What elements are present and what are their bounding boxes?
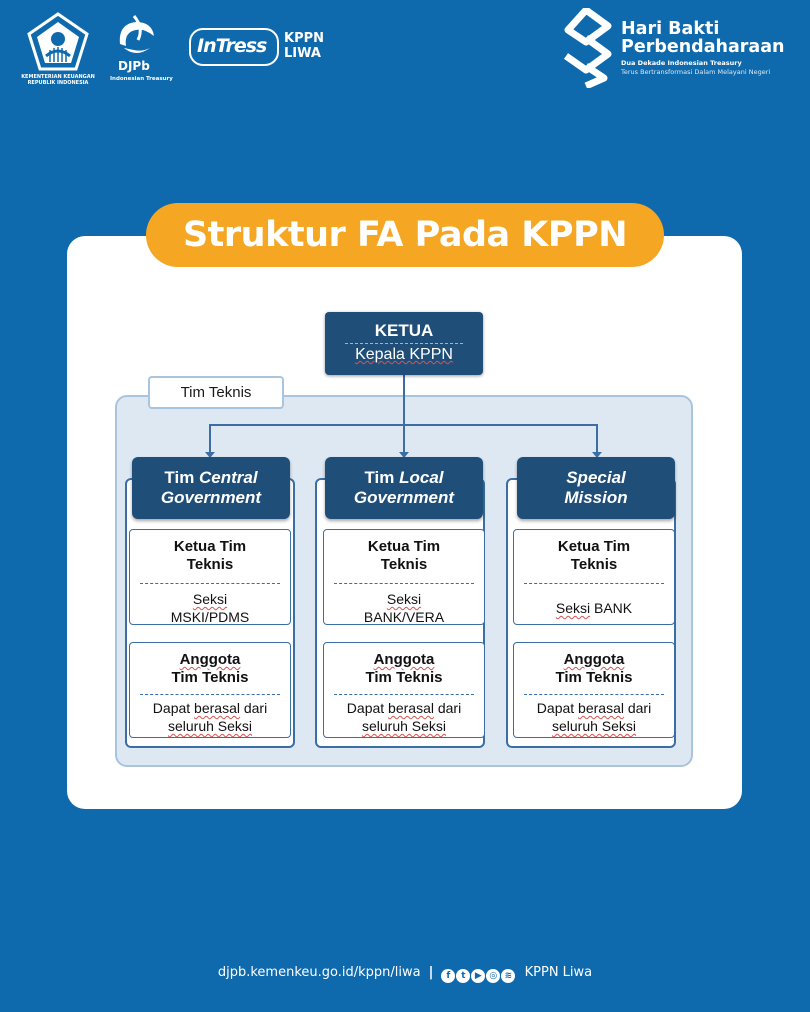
column-head-italic-2: Mission [564, 488, 628, 507]
hari-bakti-logo-icon [563, 8, 612, 88]
kppn-liwa-label: KPPN LIWA [284, 31, 325, 61]
footer-separator: | [428, 965, 434, 980]
hari-bakti-subtitle: Dua Dekade Indonesian Treasury [621, 59, 742, 67]
intress-logo: InTress [189, 28, 279, 66]
column-head-local: Tim Local Government [325, 457, 483, 519]
ketua-subtitle: Kepala KPPN [345, 343, 463, 366]
youtube-icon[interactable]: ▶ [471, 969, 486, 983]
column-head-italic: Special [566, 468, 626, 487]
djpb-subtitle: Indonesian Treasury [110, 76, 173, 82]
facebook-icon[interactable]: f [441, 969, 456, 983]
column-head-plain: Tim [164, 468, 200, 487]
footer-website[interactable]: djpb.kemenkeu.go.id/kppn/liwa [217, 965, 421, 980]
dashed-divider [140, 694, 280, 695]
dashed-divider [334, 694, 474, 695]
kemenkeu-emblem-icon [27, 12, 89, 71]
hari-bakti-title: Hari Bakti Perbendaharaan [621, 19, 785, 57]
column-head-italic-2: Government [353, 488, 455, 507]
dashed-divider [334, 583, 474, 584]
column-head-special: Special Mission [517, 457, 675, 519]
column-head-italic: Central [199, 468, 258, 487]
dashed-divider [524, 694, 664, 695]
djpb-logo-icon [119, 15, 154, 53]
tim-teknis-label: Tim Teknis [148, 376, 284, 409]
dashed-divider [140, 583, 280, 584]
column-head-plain: Tim [364, 468, 400, 487]
dashed-divider [524, 583, 664, 584]
ketua-box: KETUA Kepala KPPN [325, 312, 483, 375]
column-head-italic: Local [399, 468, 444, 487]
djpb-name: DJPb [118, 59, 150, 73]
instagram-icon[interactable]: ◎ [486, 969, 501, 983]
footer-account: KPPN Liwa [524, 965, 593, 980]
column-head-italic-2: Government [160, 488, 262, 507]
ketua-title: KETUA [374, 321, 434, 340]
ketua-tim-body: Seksi BANK [555, 600, 633, 616]
hari-bakti-tagline: Terus Bertransformasi Dalam Melayani Neg… [621, 68, 771, 76]
column-head-central: Tim Central Government [132, 457, 290, 519]
kemenkeu-label: KEMENTERIAN KEUANGAN REPUBLIK INDONESIA [21, 74, 95, 86]
spotify-icon[interactable]: ≋ [501, 969, 516, 983]
page-title: Struktur FA Pada KPPN [146, 203, 664, 267]
twitter-icon[interactable]: t [456, 969, 471, 983]
